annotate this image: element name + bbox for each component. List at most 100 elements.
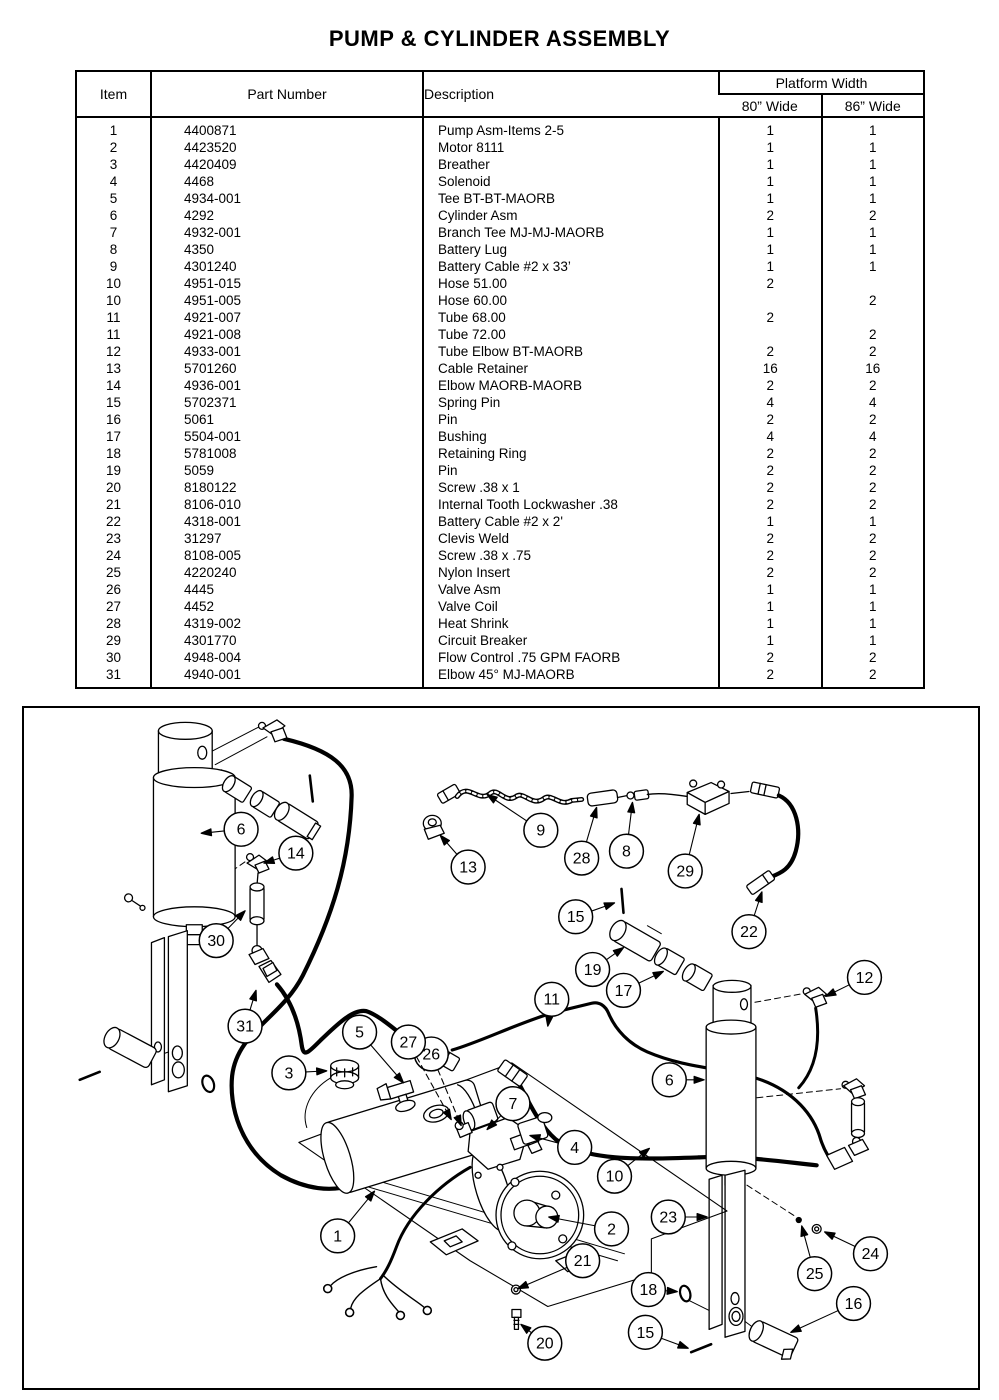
elbow-fitting <box>841 1078 867 1100</box>
callout-balloon <box>797 1256 833 1292</box>
tee-fitting-5 <box>376 1079 416 1113</box>
filler-port-inner <box>428 1108 444 1119</box>
item-cell: 13 <box>105 360 122 376</box>
callout-balloon <box>605 972 642 1008</box>
callout-balloon <box>198 922 234 959</box>
callout-number: 3 <box>284 1065 293 1082</box>
description-cell: Heat Shrink <box>422 615 719 632</box>
callout-18: 18 <box>630 1271 678 1308</box>
leader-arrow-icon <box>529 1134 542 1142</box>
item-cell: 17 <box>105 428 122 444</box>
leader-arrow-icon <box>263 856 276 864</box>
leader-arrow-icon <box>442 1108 452 1121</box>
callout-number: 6 <box>237 822 246 839</box>
item-cell: 11 <box>106 309 121 325</box>
elbow-fitting-31 <box>825 1136 870 1170</box>
callout-21: 21 <box>517 1243 601 1290</box>
elbow-fitting-top <box>257 719 288 743</box>
item-cell: 19 <box>105 462 122 478</box>
breaker-wire <box>646 792 688 798</box>
item-cell: 24 <box>105 547 122 563</box>
callout-6: 6 <box>651 1062 705 1098</box>
qty-86-cell: 2 <box>820 343 924 360</box>
spring-pin <box>308 774 315 803</box>
spring-pin <box>620 887 625 915</box>
description-cell: Hose 60.00 <box>422 292 719 309</box>
description-cell: Hose 51.00 <box>422 275 719 292</box>
item-cell: 1 <box>76 116 151 139</box>
elbow-12-tube <box>797 1006 820 1090</box>
column-header-item: Item <box>99 86 128 102</box>
part-number-cell: 4220240 <box>150 564 423 581</box>
qty-80-cell: 2 <box>718 411 822 428</box>
part-number-cell: 4420409 <box>150 156 423 173</box>
description-cell: Elbow MAORB-MAORB <box>422 377 719 394</box>
qty-86-cell: 1 <box>820 581 924 598</box>
item-cell: 14 <box>105 377 122 393</box>
leader-arrow-icon <box>486 1119 498 1131</box>
callout-balloon <box>527 1325 563 1361</box>
callout-9: 9 <box>486 793 559 848</box>
qty-86-cell: 1 <box>820 598 924 615</box>
small-screw <box>123 893 146 911</box>
exploded-view-svg: 1234566789101112131415151617181920212223… <box>78 719 889 1361</box>
qty-86-cell: 2 <box>820 411 924 428</box>
right-cylinder <box>705 979 757 1186</box>
qty-86-cell: 1 <box>820 224 924 241</box>
description-cell: Elbow 45° MJ-MAORB <box>422 666 719 688</box>
qty-86-cell: 2 <box>820 462 924 479</box>
leader-arrow-icon <box>612 946 625 957</box>
callout-balloon <box>557 1129 593 1166</box>
callout-12: 12 <box>824 959 883 997</box>
qty-80-cell: 2 <box>718 530 822 547</box>
callout-balloon <box>563 840 600 876</box>
callout-balloon <box>608 833 645 869</box>
part-number-cell: 4319-002 <box>150 615 423 632</box>
callout-balloon <box>320 1218 356 1254</box>
callout-number: 30 <box>207 933 225 950</box>
callout-13: 13 <box>439 834 486 885</box>
leader-arrow-icon <box>800 1225 809 1238</box>
callout-30: 30 <box>198 910 246 959</box>
description-cell: Nylon Insert <box>422 564 719 581</box>
qty-80-cell: 2 <box>718 649 822 666</box>
leader-arrow-icon <box>393 1072 405 1084</box>
callout-23: 23 <box>650 1199 708 1235</box>
callout-balloon <box>651 1062 687 1098</box>
qty-86-cell: 2 <box>820 207 924 224</box>
callout-balloon <box>630 1271 667 1308</box>
description-cell: Battery Lug <box>422 241 719 258</box>
description-cell: Branch Tee MJ-MJ-MAORB <box>422 224 719 241</box>
part-number-cell: 4301770 <box>150 632 423 649</box>
qty-86-cell: 2 <box>820 649 924 666</box>
callout-number: 27 <box>400 1035 418 1052</box>
description-cell: Valve Coil <box>422 598 719 615</box>
retaining-ring <box>201 1074 216 1094</box>
leader-arrow-icon <box>754 891 763 904</box>
callout-balloon <box>596 1158 633 1194</box>
leader-arrow-icon <box>677 1340 689 1349</box>
callout-balloon <box>390 1024 427 1060</box>
callout-3: 3 <box>271 1055 328 1091</box>
qty-80-cell: 2 <box>718 275 822 292</box>
qty-80-cell: 2 <box>718 343 822 360</box>
callout-25: 25 <box>797 1225 833 1292</box>
item-cell: 23 <box>105 530 122 546</box>
tank-strap <box>304 1077 332 1129</box>
elbow-fitting-31 <box>248 944 282 984</box>
callout-number: 2 <box>607 1221 616 1238</box>
callout-number: 13 <box>459 860 477 877</box>
item-cell: 27 <box>105 598 122 614</box>
cable-terminal <box>436 783 461 804</box>
description-cell: Cylinder Asm <box>422 207 719 224</box>
description-cell: Tube 72.00 <box>422 326 719 343</box>
qty-80-cell: 2 <box>718 309 822 326</box>
qty-80-cell: 2 <box>718 377 822 394</box>
